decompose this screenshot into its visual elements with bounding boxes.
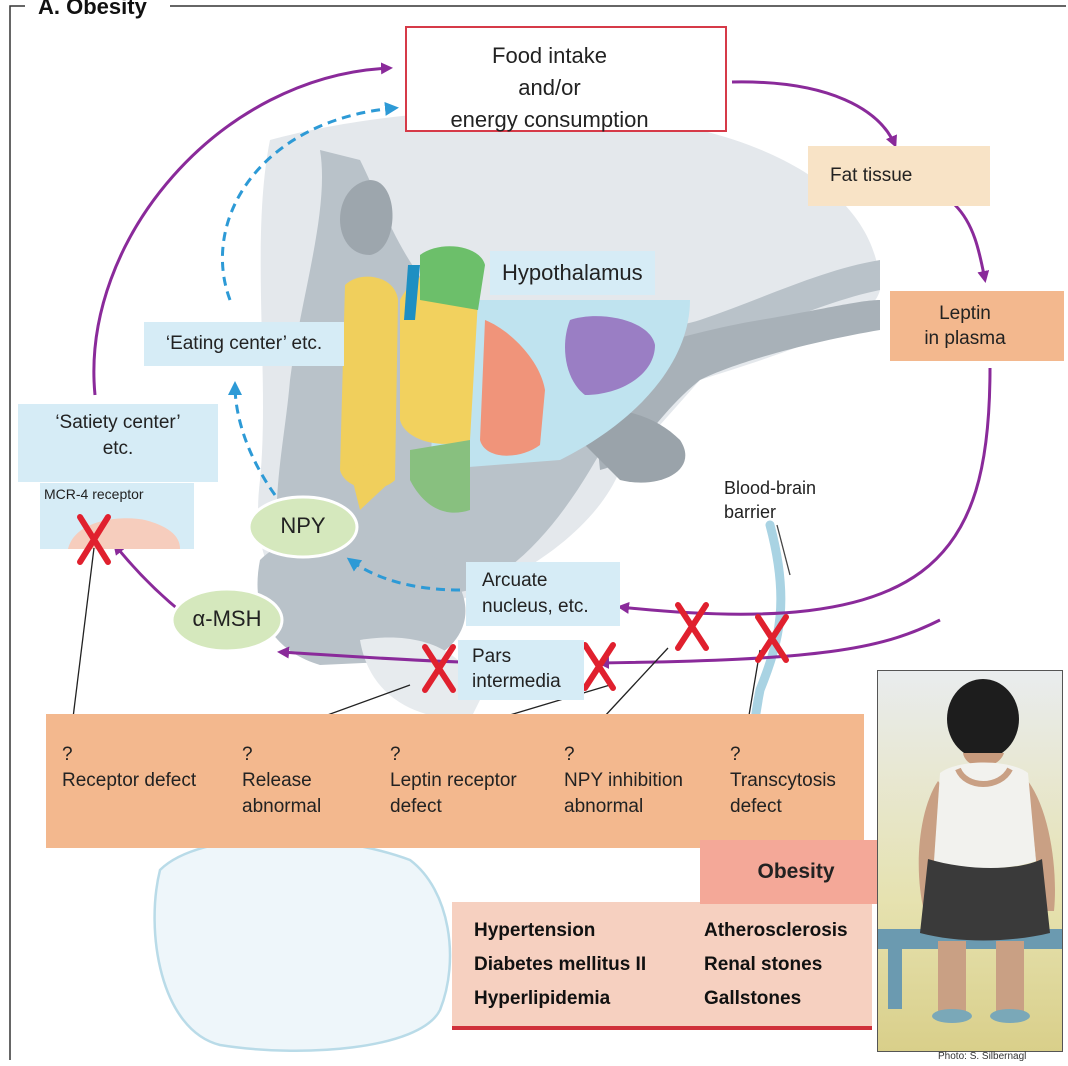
pars-line1: Pars (472, 644, 584, 669)
bbb-line2: barrier (724, 500, 816, 524)
defect-line2: abnormal (564, 794, 683, 820)
blood-brain-barrier-label: Blood-brain barrier (724, 476, 816, 524)
pars-intermedia-box: Pars intermedia (458, 640, 584, 700)
defect-npy-inhibition: ? NPY inhibition abnormal (564, 742, 683, 820)
satiety-line2: etc. (18, 436, 218, 462)
defect-line1: NPY inhibition (564, 768, 683, 794)
defect-line2: defect (390, 794, 517, 820)
food-intake-label: Food intake and/or energy consumption (407, 40, 692, 136)
food-intake-line1: Food intake (407, 40, 692, 72)
defect-release: ? Release abnormal (242, 742, 321, 820)
leptin-line1: Leptin (900, 301, 1030, 326)
arrow-food-to-fat (732, 82, 895, 145)
food-intake-line3: energy consumption (407, 104, 692, 136)
frame-left-edge (10, 6, 25, 1060)
eating-center-label: ‘Eating center’ etc. (144, 322, 344, 366)
defect-line1: Release (242, 768, 321, 794)
defect-q: ? (390, 742, 517, 768)
bbb-line1: Blood-brain (724, 476, 816, 500)
defect-q: ? (730, 742, 836, 768)
satiety-line1: ‘Satiety center’ (18, 410, 218, 436)
fat-tissue-label: Fat tissue (830, 165, 912, 187)
consequence-item: Hypertension (474, 920, 595, 942)
leptin-line2: in plasma (900, 326, 1030, 351)
obese-person-photo (877, 670, 1063, 1052)
mcr4-receptor-label: MCR-4 receptor (44, 486, 144, 502)
defect-q: ? (564, 742, 683, 768)
obesity-heading: Obesity (700, 840, 892, 904)
defects-box: ? Receptor defect ? Release abnormal ? L… (46, 714, 864, 848)
defect-receptor: ? Receptor defect (62, 742, 196, 794)
msh-label: α-MSH (172, 606, 282, 632)
person-illustration (878, 671, 1062, 1051)
defect-line2: defect (730, 794, 836, 820)
food-intake-line2: and/or (407, 72, 692, 104)
consequence-item: Atherosclerosis (704, 920, 848, 942)
pars-line2: intermedia (472, 669, 584, 694)
food-intake-box: Food intake and/or energy consumption (405, 26, 727, 132)
x-mark-leptin-receptor (585, 645, 613, 688)
consequence-item: Hyperlipidemia (474, 988, 610, 1010)
defect-line1: Transcytosis (730, 768, 836, 794)
defect-leptin-receptor: ? Leptin receptor defect (390, 742, 517, 820)
defect-line1: Receptor defect (62, 768, 196, 794)
leptin-label: Leptin in plasma (900, 301, 1030, 351)
consequence-item: Diabetes mellitus II (474, 954, 646, 976)
hypothalamus-label: Hypothalamus (490, 251, 655, 295)
arrow-msh-to-receptor (115, 545, 185, 615)
leader-receptor-defect (70, 548, 94, 742)
arcuate-line2: nucleus, etc. (482, 594, 620, 620)
consequence-item: Gallstones (704, 988, 801, 1010)
panel-title: A. Obesity (30, 0, 155, 20)
defect-line2: abnormal (242, 794, 321, 820)
consequences-box: Hypertension Diabetes mellitus II Hyperl… (452, 902, 872, 1030)
defect-q: ? (62, 742, 196, 768)
photo-credit: Photo: S. Silbernagl (938, 1051, 1026, 1062)
arrow-fat-to-leptin (955, 205, 985, 280)
consequence-item: Renal stones (704, 954, 822, 976)
npy-label: NPY (250, 513, 356, 539)
defect-q: ? (242, 742, 321, 768)
defect-line1: Leptin receptor (390, 768, 517, 794)
defect-transcytosis: ? Transcytosis defect (730, 742, 836, 820)
satiety-center-box: ‘Satiety center’ etc. (18, 404, 218, 482)
arcuate-nucleus-box: Arcuate nucleus, etc. (466, 562, 620, 626)
arcuate-line1: Arcuate (482, 568, 620, 594)
